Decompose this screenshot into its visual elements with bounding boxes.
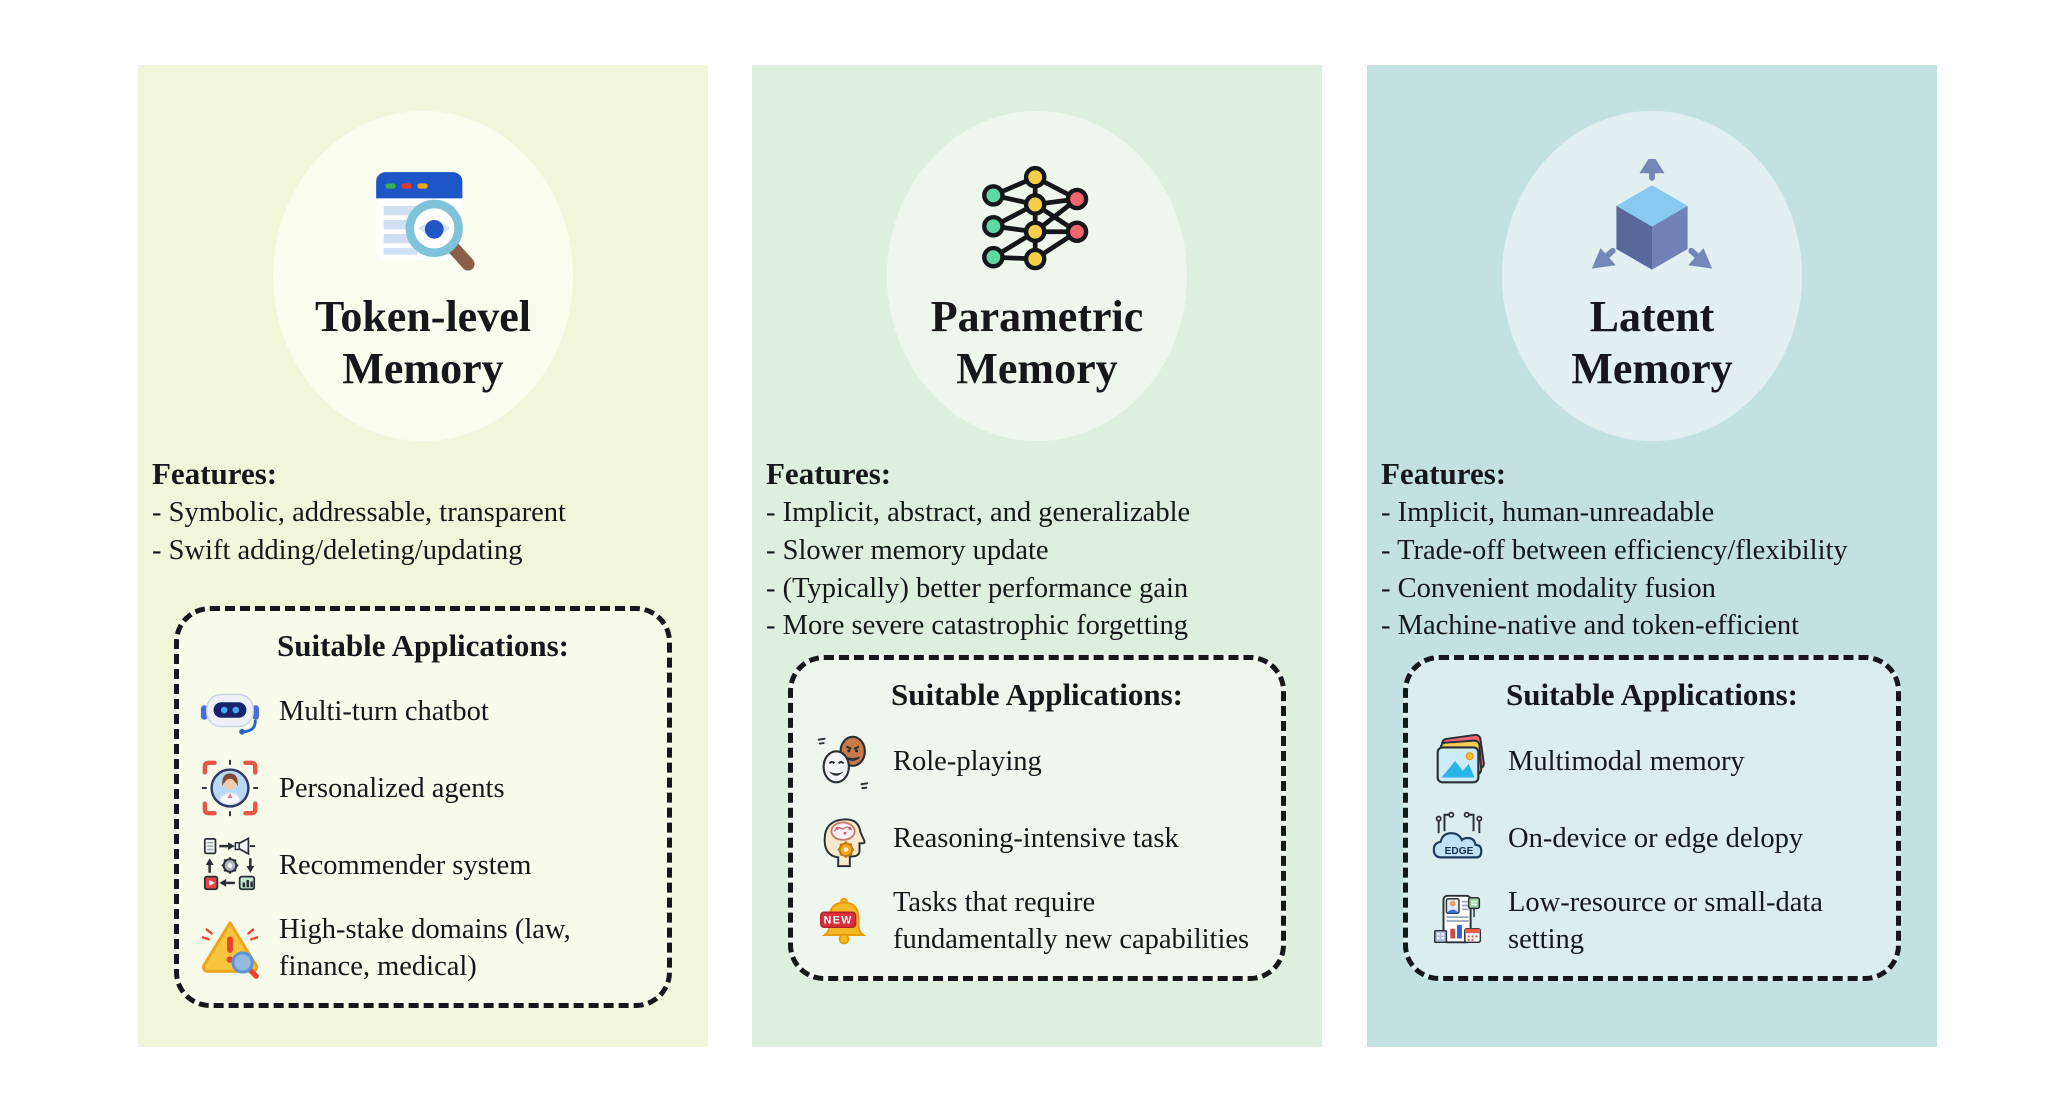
- panel-title: Token-level Memory: [315, 291, 531, 395]
- panel-title-line2: Memory: [956, 344, 1118, 393]
- application-label: On-device or edge delopy: [1508, 822, 1804, 854]
- panel-parametric-memory: Parametric Memory Features: - Implicit, …: [752, 65, 1322, 1047]
- features-section: Features: - Symbolic, addressable, trans…: [152, 455, 700, 570]
- personalized-agent-icon: [199, 757, 261, 819]
- panel-latent-memory: Latent Memory Features: - Implicit, huma…: [1367, 65, 1937, 1047]
- panel-title: Parametric Memory: [931, 291, 1144, 395]
- features-heading: Features:: [766, 456, 892, 491]
- brain-gear-icon: [813, 807, 875, 869]
- features-heading: Features:: [1381, 456, 1507, 491]
- panel-title-line1: Token-level: [315, 292, 531, 342]
- panel-title-line2: Memory: [1571, 344, 1733, 393]
- application-label: Recommender system: [279, 849, 532, 881]
- panel-title-line2: Memory: [342, 344, 504, 393]
- feature-item: - Implicit, human-unreadable: [1381, 496, 1715, 528]
- features-section: Features: - Implicit, abstract, and gene…: [766, 455, 1314, 645]
- suitable-applications-box: Suitable Applications:: [788, 655, 1286, 982]
- application-label: High-stake domains (law, finance, medica…: [279, 914, 571, 983]
- application-label: Personalized agents: [279, 772, 505, 804]
- feature-item: - Convenient modality fusion: [1381, 572, 1716, 604]
- panel-title-line1: Latent: [1589, 292, 1715, 342]
- suitable-applications-box: Suitable Applications: Multimodal memory: [1403, 655, 1901, 982]
- feature-item: - More severe catastrophic forgetting: [766, 610, 1189, 642]
- panel-title-line1: Parametric: [930, 292, 1144, 342]
- feature-item: - Machine-native and token-efficient: [1381, 610, 1800, 642]
- application-item: Low-resource or small-data setting: [1428, 884, 1876, 958]
- suitable-applications-box: Suitable Applications: Multi-turn chatbo…: [174, 605, 672, 1009]
- report-document-icon: [1428, 890, 1490, 952]
- feature-item: - (Typically) better performance gain: [766, 572, 1189, 604]
- panel-header-ellipse: Token-level Memory: [273, 111, 573, 441]
- application-label: Multi-turn chatbot: [279, 695, 489, 727]
- application-item: Multimodal memory: [1428, 730, 1876, 792]
- feature-item: - Swift adding/deleting/updating: [152, 534, 523, 566]
- application-item: Role-playing: [813, 730, 1261, 792]
- applications-heading: Suitable Applications:: [1506, 677, 1798, 713]
- edge-cloud-icon: EDGE: [1428, 807, 1490, 869]
- applications-heading: Suitable Applications:: [277, 627, 569, 663]
- chatbot-icon: [199, 680, 261, 742]
- application-label: Tasks that require fundamentally new cap…: [893, 887, 1250, 956]
- application-item: Personalized agents: [199, 757, 647, 819]
- feature-item: - Slower memory update: [766, 534, 1049, 566]
- application-label: Multimodal memory: [1508, 745, 1745, 777]
- applications-heading: Suitable Applications:: [891, 677, 1183, 713]
- warning-magnifier-icon: [199, 917, 261, 980]
- features-section: Features: - Implicit, human-unreadable -…: [1381, 455, 1929, 645]
- panel-header-ellipse: Parametric Memory: [887, 111, 1187, 441]
- new-badge-text: NEW: [824, 915, 853, 927]
- application-item: Recommender system: [199, 834, 647, 896]
- application-label: Reasoning-intensive task: [893, 822, 1179, 854]
- features-heading: Features:: [152, 456, 278, 491]
- photo-stack-icon: [1428, 730, 1490, 792]
- feature-item: - Implicit, abstract, and generalizable: [766, 496, 1191, 528]
- application-item: Reasoning-intensive task: [813, 807, 1261, 869]
- panel-title: Latent Memory: [1571, 291, 1732, 395]
- application-label: Role-playing: [893, 745, 1042, 777]
- feature-item: - Symbolic, addressable, transparent: [152, 496, 566, 528]
- application-label: Low-resource or small-data setting: [1508, 887, 1823, 956]
- recommender-system-icon: [199, 834, 261, 896]
- application-item: EDGE On-device or edge delopy: [1428, 807, 1876, 869]
- feature-item: - Trade-off between efficiency/flexibili…: [1381, 534, 1848, 566]
- neural-network-icon: [977, 159, 1097, 283]
- application-item: Multi-turn chatbot: [199, 680, 647, 742]
- theater-masks-icon: [813, 730, 875, 792]
- new-bell-icon: NEW: [813, 890, 875, 952]
- panel-header-ellipse: Latent Memory: [1502, 111, 1802, 441]
- spreadsheet-search-icon: [363, 159, 483, 283]
- edge-badge-text: EDGE: [1445, 846, 1474, 857]
- latent-cube-icon: [1592, 159, 1712, 283]
- application-item: High-stake domains (law, finance, medica…: [199, 911, 647, 985]
- panel-token-level-memory: Token-level Memory Features: - Symbolic,…: [138, 65, 708, 1047]
- application-item: NEW Tasks that require fundamentally new…: [813, 884, 1261, 958]
